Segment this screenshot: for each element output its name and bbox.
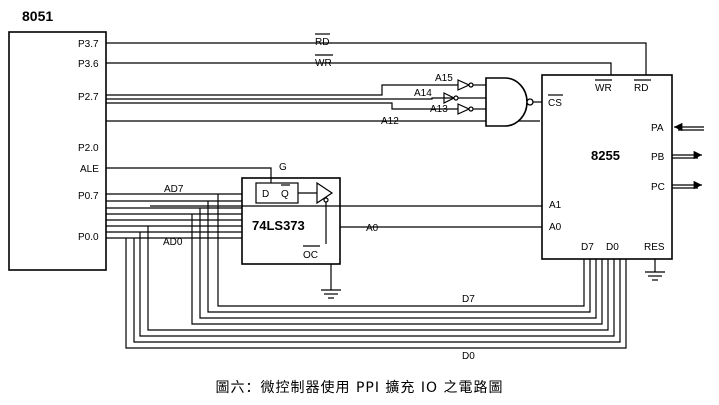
wr-wire: WR bbox=[106, 54, 612, 75]
svg-text:A15: A15 bbox=[435, 73, 453, 84]
inverter-a15 bbox=[457, 79, 488, 91]
ppi-pin-a0: A0 bbox=[549, 222, 562, 233]
ppi-pin-res: RES bbox=[644, 242, 665, 253]
data-bus: D7 D0 bbox=[106, 193, 627, 362]
svg-text:AD0: AD0 bbox=[163, 237, 183, 248]
latch-pin-g: G bbox=[279, 162, 287, 173]
svg-text:D0: D0 bbox=[462, 351, 475, 362]
ppi-box bbox=[541, 74, 673, 260]
port-pb-arrow bbox=[672, 150, 702, 160]
ad-bus-labels: AD7 AD0 bbox=[163, 184, 184, 248]
svg-text:A12: A12 bbox=[381, 116, 399, 127]
mcu-pin-p37: P3.7 bbox=[78, 39, 99, 50]
port-pc-arrow bbox=[672, 180, 702, 190]
a0-wire: A0 bbox=[340, 223, 542, 234]
svg-text:D7: D7 bbox=[462, 294, 475, 305]
svg-text:A0: A0 bbox=[366, 223, 379, 234]
rd-wire: RD bbox=[106, 33, 647, 75]
mcu-pin-p27: P2.7 bbox=[78, 92, 99, 103]
svg-text:RD: RD bbox=[315, 37, 329, 48]
ale-wire bbox=[106, 167, 272, 183]
mcu-pin-p07: P0.7 bbox=[78, 191, 99, 202]
res-ground-icon bbox=[645, 259, 665, 281]
inverter-a14 bbox=[443, 92, 488, 104]
svg-text:A14: A14 bbox=[414, 88, 432, 99]
ppi-pin-d0: D0 bbox=[606, 242, 619, 253]
port-pa-arrow bbox=[674, 122, 704, 132]
ppi-pin-a1: A1 bbox=[549, 200, 562, 211]
svg-text:WR: WR bbox=[315, 58, 332, 69]
ppi-pin-pa: PA bbox=[651, 123, 664, 134]
mcu-pin-p20: P2.0 bbox=[78, 143, 99, 154]
svg-text:D: D bbox=[262, 189, 269, 200]
inverter-a13 bbox=[457, 103, 488, 115]
latch-ground-icon bbox=[321, 264, 341, 299]
mcu-box bbox=[8, 31, 107, 271]
address-wires: A15 A14 A13 A12 bbox=[106, 73, 540, 127]
ppi-pin-wr: WR bbox=[595, 83, 612, 94]
latch-title: 74LS373 bbox=[252, 218, 305, 233]
ppi-pin-cs: CS bbox=[548, 98, 562, 109]
ppi-title: 8255 bbox=[591, 148, 620, 163]
ppi-pin-d7: D7 bbox=[581, 242, 594, 253]
ppi-pin-pb: PB bbox=[651, 152, 665, 163]
ppi-pin-rd: RD bbox=[634, 83, 648, 94]
latch-buffer-icon bbox=[298, 181, 334, 244]
latch-pin-oc: OC bbox=[303, 250, 318, 261]
latch-box bbox=[241, 177, 341, 265]
svg-text:Q: Q bbox=[281, 189, 289, 200]
mcu-pin-p00: P0.0 bbox=[78, 232, 99, 243]
nand-gate bbox=[485, 77, 542, 127]
mcu-pin-ale: ALE bbox=[80, 164, 99, 175]
svg-text:AD7: AD7 bbox=[164, 184, 184, 195]
figure-caption: 圖六：微控制器使用 PPI 擴充 IO 之電路圖 bbox=[215, 380, 504, 396]
ppi-pin-pc: PC bbox=[651, 182, 665, 193]
mcu-pin-p36: P3.6 bbox=[78, 59, 99, 70]
svg-text:A13: A13 bbox=[430, 104, 448, 115]
mcu-title: 8051 bbox=[22, 8, 53, 24]
